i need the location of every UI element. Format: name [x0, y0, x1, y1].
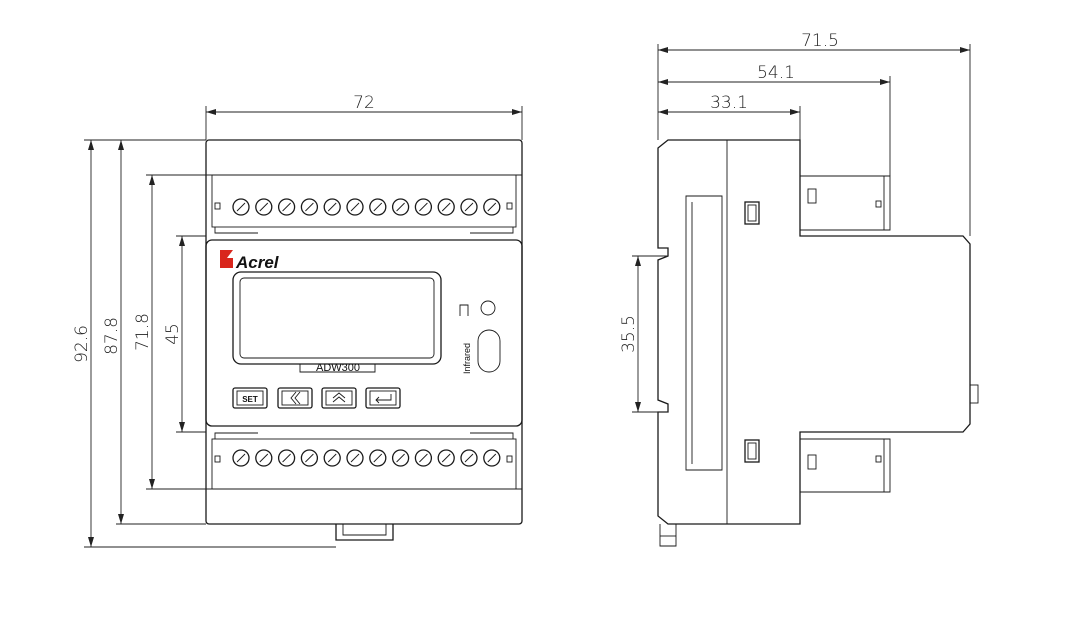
terminal-screw-slot [441, 202, 451, 212]
terminal-screw-slot [327, 202, 337, 212]
terminal-screw-slot [441, 453, 451, 463]
side-latch-bottom [744, 439, 760, 463]
terminal-screw-slot [396, 453, 405, 463]
side-pin [969, 384, 979, 404]
side-bottom-terminal [800, 438, 891, 493]
terminal-screw [369, 198, 387, 216]
terminal-screw [460, 198, 478, 216]
dim-height-71-8: 71.8 [133, 174, 212, 490]
terminal-screw [255, 449, 273, 467]
terminal-screw [346, 449, 364, 467]
dim-depth-54-1: 54.1 [658, 63, 891, 176]
svg-text:92.6: 92.6 [72, 325, 92, 363]
front-panel [205, 239, 523, 427]
svg-text:54.1: 54.1 [757, 63, 795, 83]
terminal-screw [391, 449, 410, 467]
pulse-led-icon [480, 300, 496, 316]
terminal-screw-slot [282, 202, 291, 212]
terminal-screw [232, 198, 250, 216]
terminal-screw [300, 198, 319, 216]
terminal-screw-slot [236, 202, 246, 212]
svg-text:71.8: 71.8 [133, 313, 153, 351]
dim-depth-33-1: 33.1 [658, 93, 801, 140]
terminal-screw-slot [327, 453, 337, 463]
side-panel-recess [685, 195, 723, 471]
terminal-screw-slot [487, 202, 497, 212]
terminal-screw-slot [419, 453, 428, 463]
terminal-screw-slot [350, 453, 360, 463]
acrel-logo-icon [220, 250, 233, 268]
terminal-screw [277, 449, 296, 467]
side-din-clip [659, 524, 677, 547]
terminal-screw [483, 198, 501, 216]
terminal-screw [369, 449, 387, 467]
svg-text:45: 45 [163, 323, 183, 345]
brand-name: Acrel [235, 253, 280, 272]
pulse-indicator-icon [459, 304, 469, 316]
terminal-screw-slot [464, 202, 474, 212]
terminal-screw-slot [487, 453, 497, 463]
svg-text:87.8: 87.8 [102, 317, 122, 355]
terminal-screw [414, 198, 433, 216]
dim-width-label: 72 [353, 93, 375, 113]
svg-text:71.5: 71.5 [801, 31, 839, 51]
enter-button [365, 387, 401, 409]
terminal-screw-slot [236, 453, 246, 463]
terminal-screw [437, 198, 455, 216]
side-view: 71.5 54.1 33.1 35.5 [619, 31, 979, 547]
terminal-screw-slot [259, 202, 269, 212]
terminal-screw-slot [282, 453, 291, 463]
dim-height-87-8: 87.8 [102, 140, 206, 525]
dim-depth-71-5: 71.5 [657, 31, 971, 236]
svg-text:SET: SET [242, 395, 258, 404]
side-housing-outline [657, 139, 971, 525]
terminal-screw-slot [464, 453, 474, 463]
terminal-screw-slot [305, 202, 314, 212]
dim-width-72: 72 [205, 93, 523, 140]
front-housing-outline [205, 139, 523, 525]
terminal-screw-slot [305, 453, 314, 463]
terminal-screw [391, 198, 410, 216]
terminal-screw [346, 198, 364, 216]
dim-height-92-6: 92.6 [72, 139, 336, 548]
din-clip [335, 524, 394, 541]
terminal-screw [460, 449, 478, 467]
dim-height-45: 45 [163, 235, 206, 433]
terminal-screw-slot [419, 202, 428, 212]
top-terminal-block [211, 174, 517, 228]
infrared-window [477, 329, 501, 373]
front-view: Acrel ADW300 Infrared SET [72, 93, 523, 548]
bottom-terminals [232, 449, 501, 467]
terminal-screw [255, 198, 273, 216]
terminal-screw-slot [373, 453, 383, 463]
up-button [321, 387, 357, 409]
lcd-screen [232, 271, 442, 365]
terminal-screw-slot [350, 202, 360, 212]
top-terminals [232, 198, 501, 216]
side-top-terminal [800, 175, 891, 231]
dim-height-35-5: 35.5 [619, 255, 668, 413]
terminal-screw-slot [373, 202, 383, 212]
set-button: SET [232, 387, 268, 409]
terminal-screw [483, 449, 501, 467]
model-label: ADW300 [316, 362, 360, 374]
terminal-screw [437, 449, 455, 467]
side-latch-top [744, 201, 760, 225]
terminal-screw [414, 449, 433, 467]
left-button [277, 387, 313, 409]
infrared-label: Infrared [462, 343, 472, 374]
terminal-screw [323, 198, 341, 216]
terminal-screw [323, 449, 341, 467]
terminal-screw-slot [396, 202, 405, 212]
terminal-screw [300, 449, 319, 467]
terminal-screw [232, 449, 250, 467]
terminal-screw-slot [259, 453, 269, 463]
svg-text:33.1: 33.1 [710, 93, 748, 113]
svg-text:35.5: 35.5 [619, 315, 639, 353]
terminal-screw [277, 198, 296, 216]
